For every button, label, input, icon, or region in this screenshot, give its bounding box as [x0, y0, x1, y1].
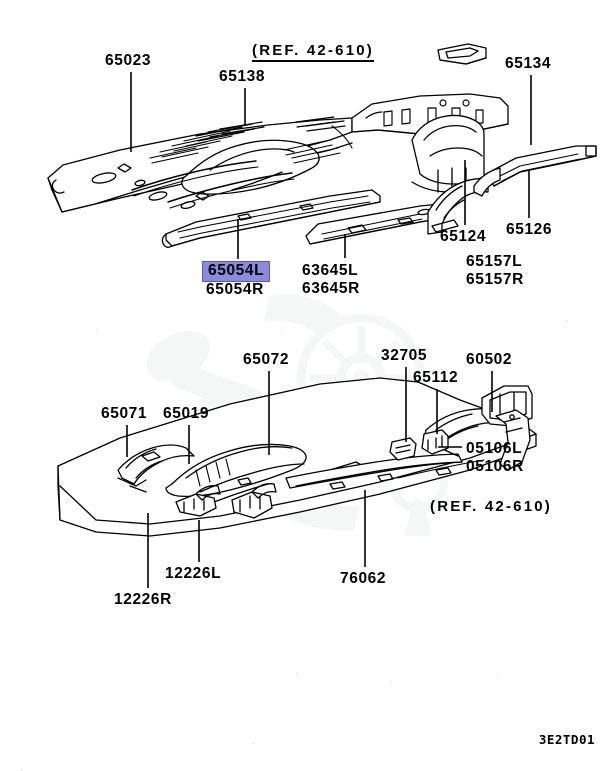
scan-speck [96, 330, 97, 331]
scan-speck [497, 676, 498, 677]
part-label-12226l[interactable]: 12226L [165, 565, 222, 582]
part-label-65126[interactable]: 65126 [506, 221, 553, 238]
part-label-60502[interactable]: 60502 [466, 351, 513, 368]
scan-speck [253, 743, 254, 744]
part-label-32705[interactable]: 32705 [381, 347, 428, 364]
part-label-65072[interactable]: 65072 [243, 351, 290, 368]
part-label-65071[interactable]: 65071 [101, 405, 148, 422]
scan-speck [281, 332, 282, 333]
part-label-65138[interactable]: 65138 [219, 68, 266, 85]
part-label-65019[interactable]: 65019 [163, 405, 210, 422]
reference-note-bottom: (REF. 42-610) [430, 498, 552, 515]
diagram-id: 3E2TD01 [538, 732, 595, 747]
part-label-65054l-selected[interactable]: 65054L [202, 261, 271, 282]
scan-speck [391, 682, 392, 683]
part-label-65054r[interactable]: 65054R [206, 281, 264, 298]
reference-note-top: (REF. 42-610) [252, 42, 374, 62]
part-label-65134[interactable]: 65134 [505, 55, 552, 72]
part-label-12226r[interactable]: 12226R [114, 591, 172, 608]
part-label-05106[interactable]: 05106L 05106R [466, 440, 524, 475]
scan-speck [566, 320, 567, 321]
part-label-63645[interactable]: 63645L 63645R [302, 262, 360, 297]
scan-speck [296, 673, 297, 674]
part-label-65157[interactable]: 65157L 65157R [466, 253, 524, 288]
part-label-65112[interactable]: 65112 [413, 369, 459, 386]
part-label-76062[interactable]: 76062 [340, 570, 387, 587]
part-label-65124[interactable]: 65124 [440, 228, 487, 245]
part-label-65023[interactable]: 65023 [105, 52, 152, 69]
